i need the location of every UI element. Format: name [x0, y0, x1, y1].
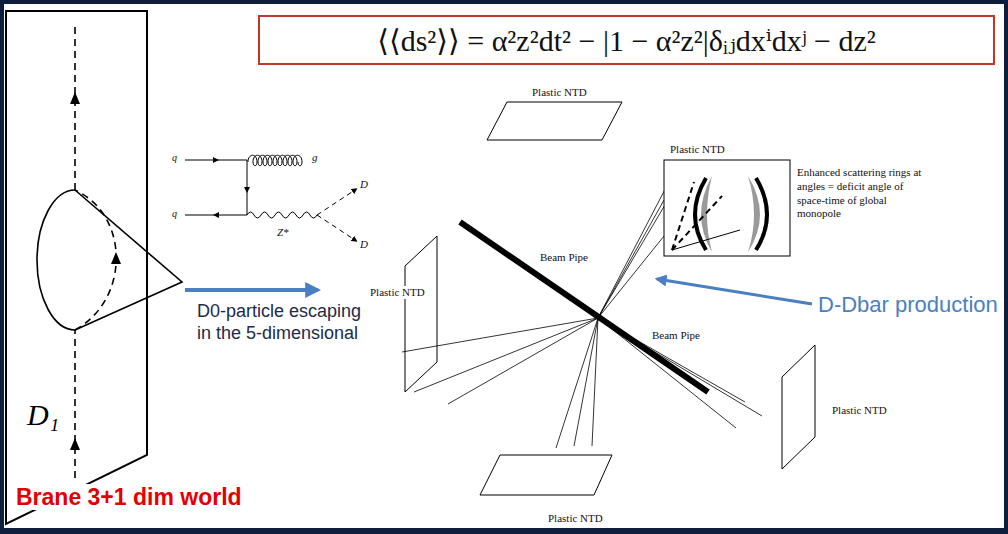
- production-pointer: [657, 279, 812, 304]
- track: [414, 318, 598, 392]
- quark-line: [216, 215, 247, 216]
- quark-line: [247, 188, 248, 215]
- formula-box: ⟨⟨ds²⟩⟩ = α²z²dt² − |1 − α²z²|δᵢⱼdxⁱdxʲ …: [258, 15, 995, 65]
- worldline-loop: [75, 190, 116, 330]
- scattering-rings: [672, 176, 767, 252]
- ntd-panel: [480, 455, 612, 495]
- ring-shade: [748, 176, 760, 252]
- z-boson-line: [247, 212, 317, 218]
- beam-label: Beam Pipe: [540, 251, 588, 264]
- particle-label: Z*: [277, 226, 289, 239]
- ring-arc: [756, 178, 767, 250]
- quark-line: [185, 160, 216, 161]
- brane-caption: Brane 3+1 dim world: [16, 484, 242, 510]
- track: [592, 318, 598, 446]
- detector-label: Plastic NTD: [532, 86, 587, 99]
- particle-label: D: [360, 178, 368, 191]
- track: [598, 318, 736, 428]
- scattered-track: [672, 196, 722, 250]
- particle-label: q: [172, 208, 177, 220]
- production-note: D-Dbar production: [818, 292, 998, 317]
- scattered-track: [672, 182, 694, 250]
- escape-note: D0-particle escaping in the 5-dimensiona…: [197, 301, 375, 344]
- ntd-panel: [405, 236, 437, 392]
- ntd-panel: [782, 345, 815, 469]
- inset-box: [664, 160, 790, 256]
- detector-label: Plastic NTD: [370, 286, 425, 299]
- quark-line: [185, 215, 218, 216]
- gluon-line: [248, 155, 302, 166]
- half-disc: [37, 190, 75, 330]
- d-particle-line: [317, 215, 355, 240]
- escape-arrow: [185, 288, 318, 292]
- formula-text: ⟨⟨ds²⟩⟩ = α²z²dt² − |1 − α²z²|δᵢⱼdxⁱdxʲ …: [377, 24, 876, 57]
- detector-label: Plastic NTD: [548, 512, 603, 525]
- detector-label: Plastic NTD: [670, 143, 725, 156]
- track: [556, 318, 598, 448]
- beam-label: Beam Pipe: [652, 329, 700, 342]
- detector-label: Plastic NTD: [832, 404, 887, 417]
- detector-panels: [405, 102, 815, 495]
- worldline-arrows: [70, 92, 121, 450]
- track: [598, 318, 762, 416]
- quark-line: [214, 160, 247, 161]
- arrow-mark: [70, 92, 80, 104]
- track: [598, 318, 745, 402]
- brane-sheet: D₁: [5, 10, 148, 525]
- brane-outline: [5, 10, 148, 525]
- worldline: [74, 330, 76, 478]
- worldline: [74, 22, 76, 190]
- track: [598, 200, 664, 318]
- particle-label: q: [172, 152, 177, 164]
- arrow-mark: [70, 438, 80, 450]
- track: [598, 176, 672, 318]
- track: [598, 236, 664, 318]
- track: [448, 318, 598, 404]
- quark-line: [247, 160, 248, 190]
- cone: [75, 190, 182, 330]
- ntd-panel: [487, 102, 622, 140]
- arrow-mark: [111, 252, 121, 264]
- inset-note: Enhanced scattering rings at angles = de…: [797, 166, 932, 221]
- brane-label: D₁: [27, 398, 59, 431]
- feynman-diagram: [185, 155, 355, 240]
- ring-arc: [695, 178, 706, 250]
- white-ground: [4, 4, 1004, 528]
- brane-plane: [6, 11, 147, 524]
- d-particle-line: [317, 190, 355, 215]
- particle-label: D: [360, 238, 368, 251]
- track: [574, 318, 598, 446]
- particle-label: g: [312, 151, 318, 164]
- scattered-track: [672, 230, 740, 250]
